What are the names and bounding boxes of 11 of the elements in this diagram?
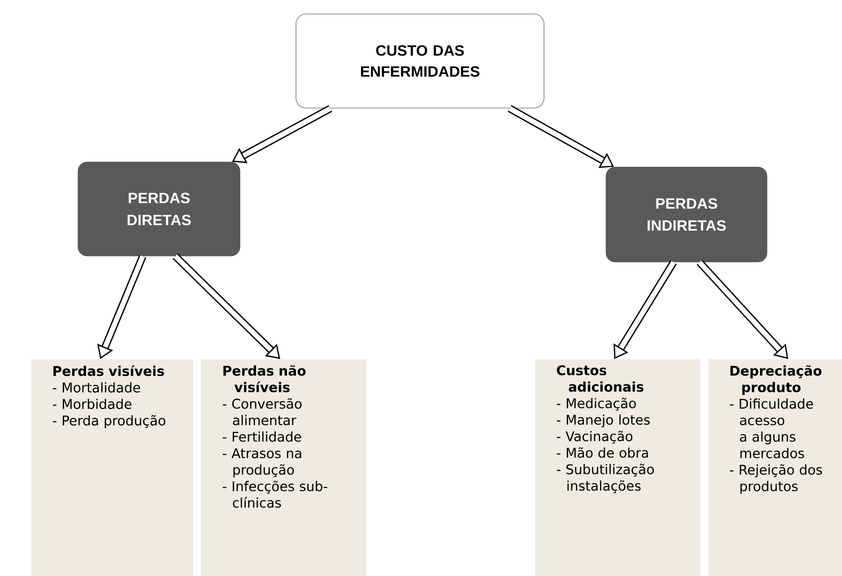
- text-panel: Depreciação produto - Dificuldade acesso a alguns mercados - Rejeição dos produtos: [708, 359, 842, 576]
- category-box: PERDAS DIRETAS: [78, 162, 240, 256]
- arrow: [614, 260, 677, 359]
- text-panel: Perdas visíveis - Mortalidade - Morbidade - Perda produção: [31, 359, 194, 576]
- arrow: [232, 105, 332, 164]
- arrow: [97, 254, 146, 359]
- text-panel: Custos adicionais - Medicação - Manejo lotes - Vacinação - Mão de obra - Subutilização instalações: [535, 359, 700, 576]
- arrow: [696, 260, 788, 359]
- category-box: PERDAS INDIRETAS: [606, 166, 768, 262]
- text-panel: Perdas não visíveis - Conversão alimentar - Fertilidade - Atrasos na produção - Infecções sub-clínicas: [201, 359, 366, 576]
- title-box: CUSTO DAS ENFERMIDADES: [296, 14, 544, 108]
